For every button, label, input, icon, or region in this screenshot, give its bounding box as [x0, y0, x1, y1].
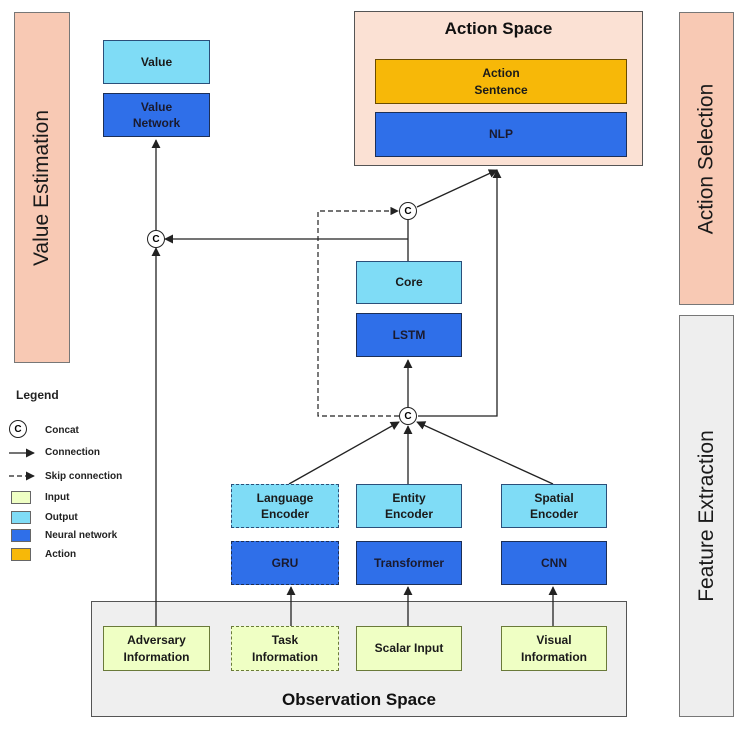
transformer-node: Transformer — [356, 541, 462, 585]
adversary-information-node: Adversary Information — [103, 626, 210, 671]
edge-top-concat-to-nlp — [416, 169, 498, 208]
cnn-node: CNN — [501, 541, 607, 585]
legend-concat-icon: C — [9, 420, 27, 438]
value-network-node: Value Network — [103, 93, 210, 137]
value-node: Value — [103, 40, 210, 84]
observation-space-title: Observation Space — [281, 690, 436, 709]
concat-node-action: C — [399, 202, 417, 220]
legend-neural-network-label: Neural network — [45, 530, 118, 541]
scalar-input-node: Scalar Input — [356, 626, 462, 671]
entity-encoder-node: Entity Encoder — [356, 484, 462, 528]
concat-node-value: C — [147, 230, 165, 248]
gru-node: GRU — [231, 541, 339, 585]
spatial-encoder-node: Spatial Encoder — [501, 484, 607, 528]
legend-input-swatch — [11, 491, 31, 504]
concat-symbol: C — [404, 410, 412, 422]
concat-symbol: C — [404, 205, 412, 217]
action-selection-panel — [679, 12, 734, 305]
language-encoder-node: Language Encoder — [231, 484, 339, 528]
nlp-node: NLP — [375, 112, 627, 157]
action-sentence-node: Action Sentence — [375, 59, 627, 104]
legend-skip-connection-label: Skip connection — [45, 471, 123, 482]
legend-concat-label: Concat — [45, 425, 79, 436]
feature-extraction-panel — [679, 315, 734, 717]
action-space-title: Action Space — [444, 19, 553, 38]
concat-symbol: C — [14, 423, 22, 435]
legend-title: Legend — [16, 388, 59, 402]
edge-spatial-encoder-to-concat — [416, 421, 554, 485]
legend-action-label: Action — [45, 549, 77, 560]
legend-neural-network-swatch — [11, 529, 31, 542]
legend-action-swatch — [11, 548, 31, 561]
lstm-node: LSTM — [356, 313, 462, 357]
concat-symbol: C — [152, 233, 160, 245]
concat-node-features: C — [399, 407, 417, 425]
edge-language-encoder-to-concat — [288, 421, 400, 485]
skip-connection-edge — [317, 206, 399, 417]
legend-output-label: Output — [45, 512, 78, 523]
legend-connection-label: Connection — [45, 447, 100, 458]
task-information-node: Task Information — [231, 626, 339, 671]
value-estimation-panel — [14, 12, 70, 363]
core-node: Core — [356, 261, 462, 304]
legend-output-swatch — [11, 511, 31, 524]
edge-bottom-concat-to-nlp — [418, 169, 502, 417]
visual-information-node: Visual Information — [501, 626, 607, 671]
legend-input-label: Input — [45, 492, 70, 503]
